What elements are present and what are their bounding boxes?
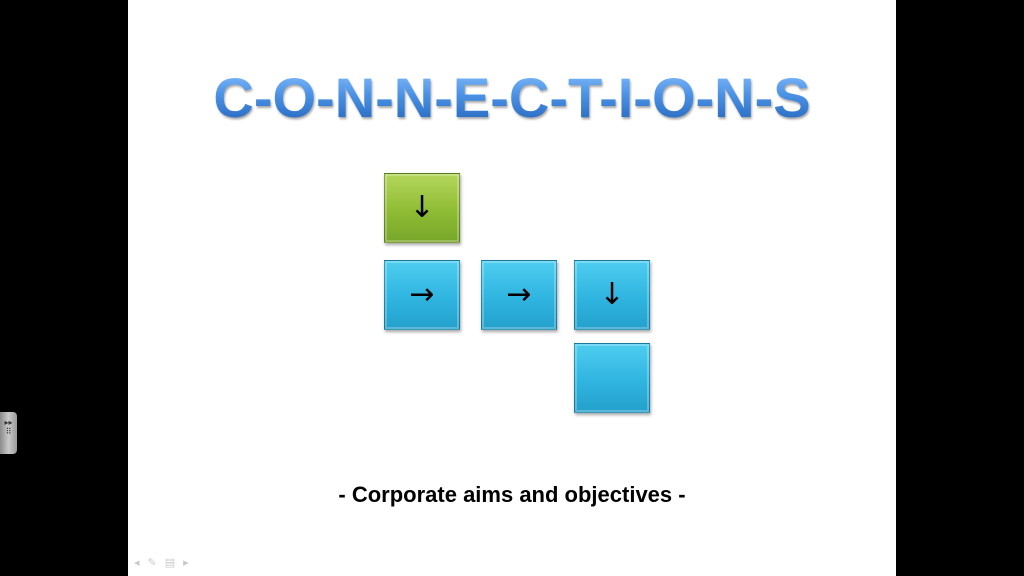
arrow-down-icon: ↓ bbox=[599, 277, 625, 312]
tile-blue-3: ↓ bbox=[574, 260, 650, 330]
tile-blue-end bbox=[574, 343, 650, 413]
arrow-right-icon: → bbox=[409, 277, 435, 312]
slide-subtitle: - Corporate aims and objectives - bbox=[338, 482, 686, 507]
grip-icon: ⠿ bbox=[5, 427, 12, 436]
slide-title: C-O-N-N-E-C-T-I-O-N-S bbox=[128, 66, 896, 130]
tile-blue-2: → bbox=[481, 260, 557, 330]
slideshow-nav-bar: ◂ ✎ ▤ ▸ bbox=[134, 556, 189, 570]
arrow-down-icon: ↓ bbox=[409, 190, 435, 225]
arrow-right-icon: → bbox=[506, 277, 532, 312]
tile-blue-1: → bbox=[384, 260, 460, 330]
slide[interactable]: C-O-N-N-E-C-T-I-O-N-S ↓ → → ↓ - Corporat… bbox=[128, 0, 896, 576]
tile-green-start: ↓ bbox=[384, 173, 460, 243]
previous-slide-icon[interactable]: ◂ bbox=[134, 556, 140, 569]
expand-icon: ▸▸ bbox=[4, 418, 13, 427]
next-slide-icon[interactable]: ▸ bbox=[183, 556, 189, 569]
pen-icon[interactable]: ✎ bbox=[147, 556, 157, 569]
menu-icon[interactable]: ▤ bbox=[164, 556, 176, 569]
side-panel-handle[interactable]: ▸▸ ⠿ bbox=[0, 412, 17, 454]
